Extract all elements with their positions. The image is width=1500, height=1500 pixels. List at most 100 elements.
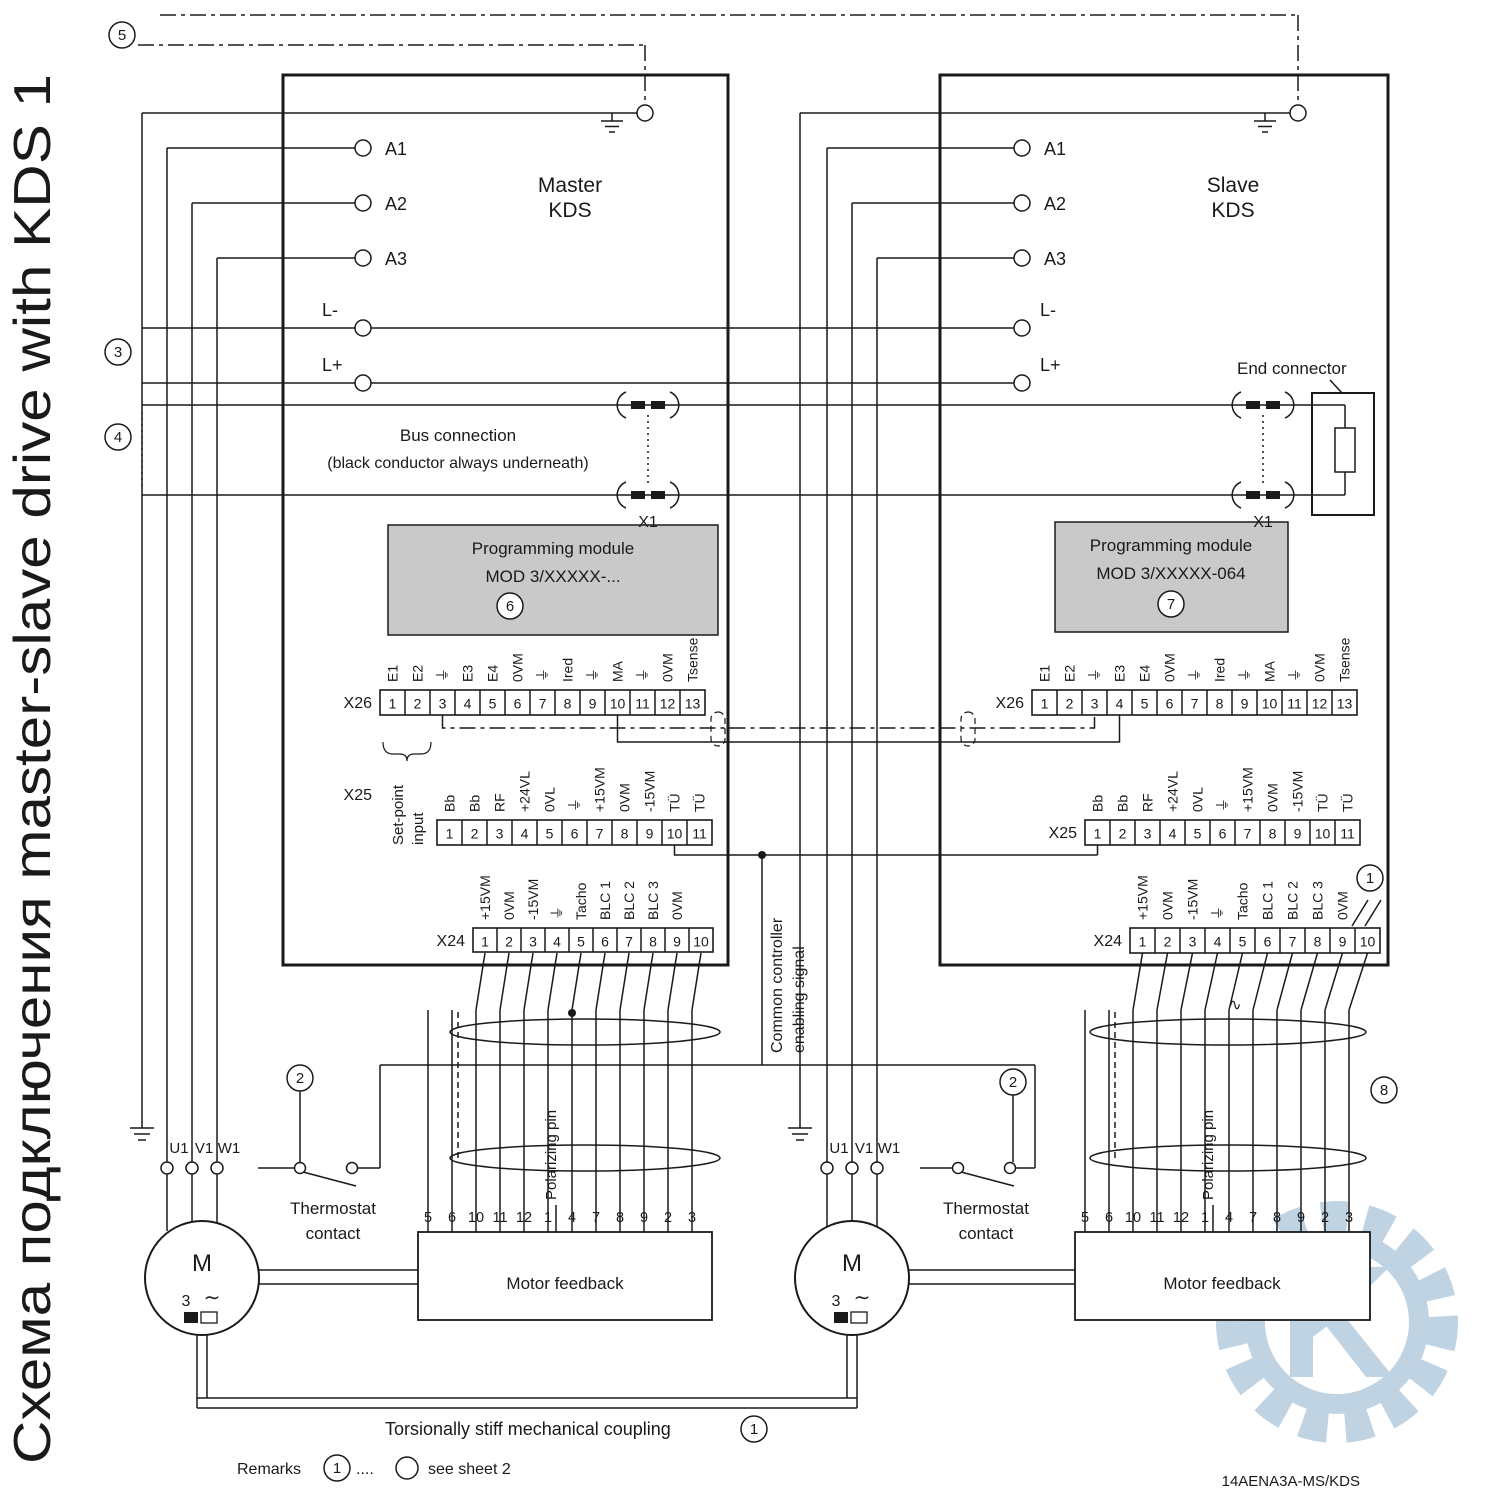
pin-number: 8 [564, 696, 572, 712]
master-x1-label: X1 [638, 514, 658, 531]
signal-label: Bb [467, 795, 483, 812]
signal-label: 0VM [1160, 891, 1176, 920]
pin-number: 5 [489, 696, 497, 712]
signal-label: -15VM [642, 771, 658, 812]
slave-thermostat-line1: Thermostat [943, 1199, 1029, 1218]
signal-label: RF [492, 793, 508, 812]
shield-dashdot-wires [138, 14, 1299, 729]
pin-number: 2 [1119, 826, 1127, 842]
signal-label: Bb [442, 795, 458, 812]
pin-number: 10 [693, 934, 709, 950]
signal-label: ⏚ [567, 798, 583, 812]
pin-number: 7 [625, 934, 633, 950]
pin-number: 2 [471, 826, 479, 842]
pin-number: 12 [1312, 696, 1328, 712]
svg-text:5: 5 [118, 27, 126, 44]
pin-number: 10 [1360, 934, 1376, 950]
signal-label: -15VM [1290, 771, 1306, 812]
slave-a2-label: A2 [1044, 194, 1066, 214]
feedback-pin-number: 2 [1321, 1210, 1329, 1226]
pin-number: 3 [1144, 826, 1152, 842]
signal-label: 0VM [1312, 653, 1328, 682]
slave-x25-label: X25 [1049, 825, 1078, 842]
feedback-pin-number: 12 [516, 1210, 532, 1226]
signal-label: 0VM [1265, 783, 1281, 812]
signal-label: Tsense [1337, 637, 1353, 682]
feedback-pin-number: 5 [1081, 1210, 1089, 1226]
master-ground-terminal [636, 104, 654, 122]
pin-number: 10 [667, 826, 683, 842]
pin-number: 9 [1339, 934, 1347, 950]
marker-2-slave: 2 [999, 1068, 1027, 1096]
signal-label: TÜ [1314, 793, 1331, 812]
pin-number: 5 [1141, 696, 1149, 712]
feedback-pin-number: 4 [568, 1210, 576, 1226]
signal-label: TÜ [1339, 793, 1356, 812]
feedback-pin-number: 2 [664, 1210, 672, 1226]
signal-label: ⏚ [1215, 798, 1231, 812]
svg-text:3: 3 [114, 344, 122, 361]
marker-8: 8 [1370, 1076, 1398, 1104]
slave-polarizing-label: Polarizing pin [1200, 1110, 1217, 1200]
pin-number: 13 [685, 696, 701, 712]
thermostat-contact-terminal [345, 1161, 359, 1175]
signal-label: 0VM [510, 653, 526, 682]
pin-number: 6 [514, 696, 522, 712]
signal-label: 0VM [617, 783, 633, 812]
signal-label: MA [1262, 660, 1278, 682]
slave-kds-box [938, 73, 1390, 967]
slave-x1-label: X1 [1253, 514, 1273, 531]
signal-label: BLC 2 [1285, 881, 1301, 920]
master-title-kds: KDS [548, 199, 591, 222]
pin-number: 6 [1264, 934, 1272, 950]
signal-label: Bb [1090, 795, 1106, 812]
master-lminus-label: L- [322, 300, 338, 320]
master-motor-phase: 3 [182, 1293, 191, 1310]
marker-1-x24: 1 [1356, 864, 1384, 892]
master-a1-label: A1 [385, 139, 407, 159]
pin-number: 4 [1169, 826, 1177, 842]
master-polarizing-label: Polarizing pin [543, 1110, 560, 1200]
pin-number: 10 [1315, 826, 1331, 842]
svg-text:1: 1 [1366, 870, 1374, 887]
junction-dot [568, 1009, 576, 1017]
brush-symbol [200, 1311, 218, 1324]
pin-number: 7 [539, 696, 547, 712]
page-title-vertical: Схема подключения master-slave drive wit… [4, 74, 62, 1464]
master-thermostat-line2: contact [306, 1224, 361, 1243]
thermostat-contact-terminal [1003, 1161, 1017, 1175]
slave-lminus-label: L- [1040, 300, 1056, 320]
slave-lplus-label: L+ [1040, 355, 1061, 375]
svg-text:1: 1 [333, 1460, 341, 1477]
pin-number: 6 [571, 826, 579, 842]
slave-x26-label: X26 [996, 695, 1025, 712]
svg-text:4: 4 [114, 429, 122, 446]
feedback-pin-number: 7 [592, 1210, 600, 1226]
signal-label: RF [1140, 793, 1156, 812]
signal-label: 0VL [1190, 787, 1206, 812]
pin-number: 8 [1216, 696, 1224, 712]
pin-number: 6 [601, 934, 609, 950]
pin-number: 4 [464, 696, 472, 712]
pin-number: 11 [635, 696, 650, 712]
slave-motor-phase: 3 [832, 1293, 841, 1310]
signal-label: 0VL [542, 787, 558, 812]
slave-motor-letter: M [842, 1250, 862, 1277]
pin-number: 2 [1066, 696, 1074, 712]
signal-label: BLC 1 [1260, 881, 1276, 920]
coupling-label: Torsionally stiff mechanical coupling [385, 1419, 671, 1439]
pin-number: 1 [1041, 696, 1049, 712]
master-a2-label: A2 [385, 194, 407, 214]
signal-label: Tsense [685, 637, 701, 682]
thermostat-contact-terminal [951, 1161, 965, 1175]
master-sine-symbol: ∼ [204, 1287, 221, 1309]
master-x26-label: X26 [344, 695, 373, 712]
signal-label: Tacho [573, 882, 589, 920]
pin-number: 9 [1241, 696, 1249, 712]
feedback-pin-number: 10 [1125, 1210, 1141, 1226]
motors [144, 1220, 910, 1336]
bus-note-line1: Bus connection [400, 426, 516, 445]
pin-number: 8 [1269, 826, 1277, 842]
